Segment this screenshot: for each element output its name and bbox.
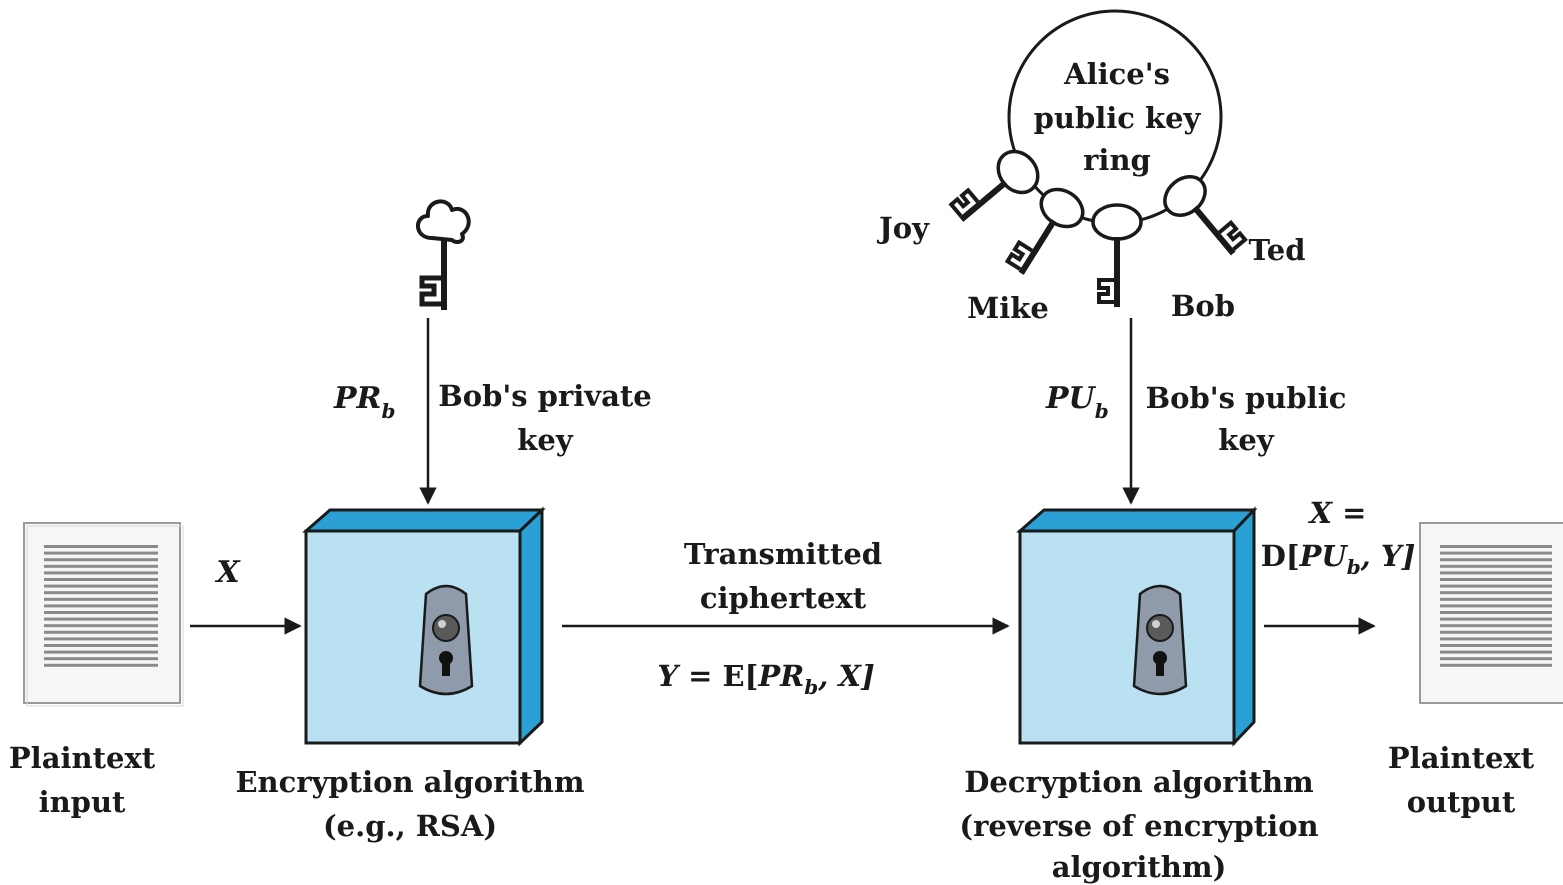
svg-text:public key: public key [1034, 101, 1202, 135]
document-text-line [44, 663, 158, 667]
svg-text:key: key [1218, 423, 1275, 457]
plaintext-input-label: Plaintext input [9, 741, 156, 819]
svg-text:algorithm): algorithm) [1052, 850, 1227, 884]
document-text-line [1440, 604, 1552, 608]
svg-text:ciphertext: ciphertext [700, 581, 867, 615]
document-text-line [1440, 584, 1552, 588]
x-input-label: X [214, 555, 241, 590]
document-text-line [44, 611, 158, 614]
document-text-line [1440, 624, 1552, 628]
output-formula: D[PUb, Y] [1261, 539, 1416, 579]
document-text-line [44, 558, 158, 562]
svg-text:(reverse of encryption: (reverse of encryption [959, 809, 1318, 843]
ted-key-icon [1163, 175, 1248, 256]
ciphertext-formula: Y = E[PRb, X] [657, 659, 874, 699]
output-formula-top: X = [1308, 496, 1367, 530]
private-key-icon [416, 199, 471, 310]
plaintext-input-line-1: Plaintext [9, 741, 156, 775]
document-text-line [44, 578, 158, 581]
document-text-line [44, 597, 158, 601]
svg-text:Transmitted: Transmitted [684, 537, 882, 571]
key-ring-title: Alice's public key ring [1034, 57, 1202, 177]
document-text-line [44, 650, 158, 654]
key-name-bob: Bob [1171, 289, 1235, 323]
document-text-line [1440, 571, 1552, 575]
svg-text:Bob's public: Bob's public [1146, 381, 1347, 415]
encryption-algorithm-label: Encryption algorithm (e.g., RSA) [235, 765, 584, 843]
document-text-line [1440, 564, 1552, 568]
mike-key-icon [1004, 187, 1085, 275]
svg-text:Alice's: Alice's [1063, 57, 1170, 91]
svg-text:Decryption algorithm: Decryption algorithm [964, 765, 1314, 799]
svg-text:Bob's private: Bob's private [438, 379, 652, 413]
svg-text:(e.g., RSA): (e.g., RSA) [323, 809, 497, 843]
document-text-line [1440, 617, 1552, 621]
svg-text:key: key [517, 423, 574, 457]
document-text-line [1440, 591, 1552, 595]
document-text-line [44, 630, 158, 634]
document-text-line [44, 644, 158, 647]
key-name-mike: Mike [967, 291, 1049, 325]
plaintext-output-document-icon [1419, 522, 1563, 704]
document-text-line [1440, 558, 1552, 562]
document-text-line [1440, 657, 1552, 661]
svg-text:output: output [1407, 785, 1516, 819]
plaintext-input-line-2: input [39, 785, 126, 819]
document-text-line [1440, 578, 1552, 581]
transmitted-ciphertext-label: Transmitted ciphertext [684, 537, 882, 615]
svg-text:Plaintext: Plaintext [1388, 741, 1535, 775]
decryption-box [1016, 506, 1258, 747]
document-text-line [44, 624, 158, 628]
document-text-line [1440, 644, 1552, 647]
document-text-line [44, 571, 158, 575]
svg-text:Encryption algorithm: Encryption algorithm [235, 765, 584, 799]
keyhole-lock-icon [418, 584, 474, 696]
keyhole-lock-icon [1132, 584, 1188, 696]
document-text-line [1440, 597, 1552, 601]
document-text-line [44, 584, 158, 588]
document-text-line [44, 637, 158, 641]
svg-text:ring: ring [1083, 143, 1151, 177]
document-text-line [44, 551, 158, 555]
encryption-box [302, 506, 546, 747]
decryption-algorithm-label: Decryption algorithm (reverse of encrypt… [959, 765, 1318, 884]
public-key-description: Bob's public key [1146, 381, 1347, 457]
private-key-symbol: PRb [333, 381, 395, 423]
key-name-ted: Ted [1249, 233, 1306, 267]
document-text-line [44, 545, 158, 548]
document-text-line [1440, 663, 1552, 667]
document-text-line [44, 657, 158, 661]
document-text-line [1440, 545, 1552, 548]
document-text-line [1440, 630, 1552, 634]
document-text-line [1440, 611, 1552, 614]
private-key-description: Bob's private key [438, 379, 652, 457]
public-key-symbol: PUb [1045, 381, 1109, 423]
plaintext-output-label: Plaintext output [1388, 741, 1535, 819]
document-text-line [44, 564, 158, 568]
document-text-line [44, 617, 158, 621]
document-text-line [44, 604, 158, 608]
document-text-line [44, 591, 158, 595]
bob-key-icon [1091, 203, 1143, 307]
document-text-line [1440, 551, 1552, 555]
document-text-line [1440, 650, 1552, 654]
plaintext-input-document-icon [23, 522, 184, 707]
key-name-joy: Joy [876, 211, 930, 245]
joy-key-icon [948, 149, 1040, 222]
document-text-line [1440, 637, 1552, 641]
